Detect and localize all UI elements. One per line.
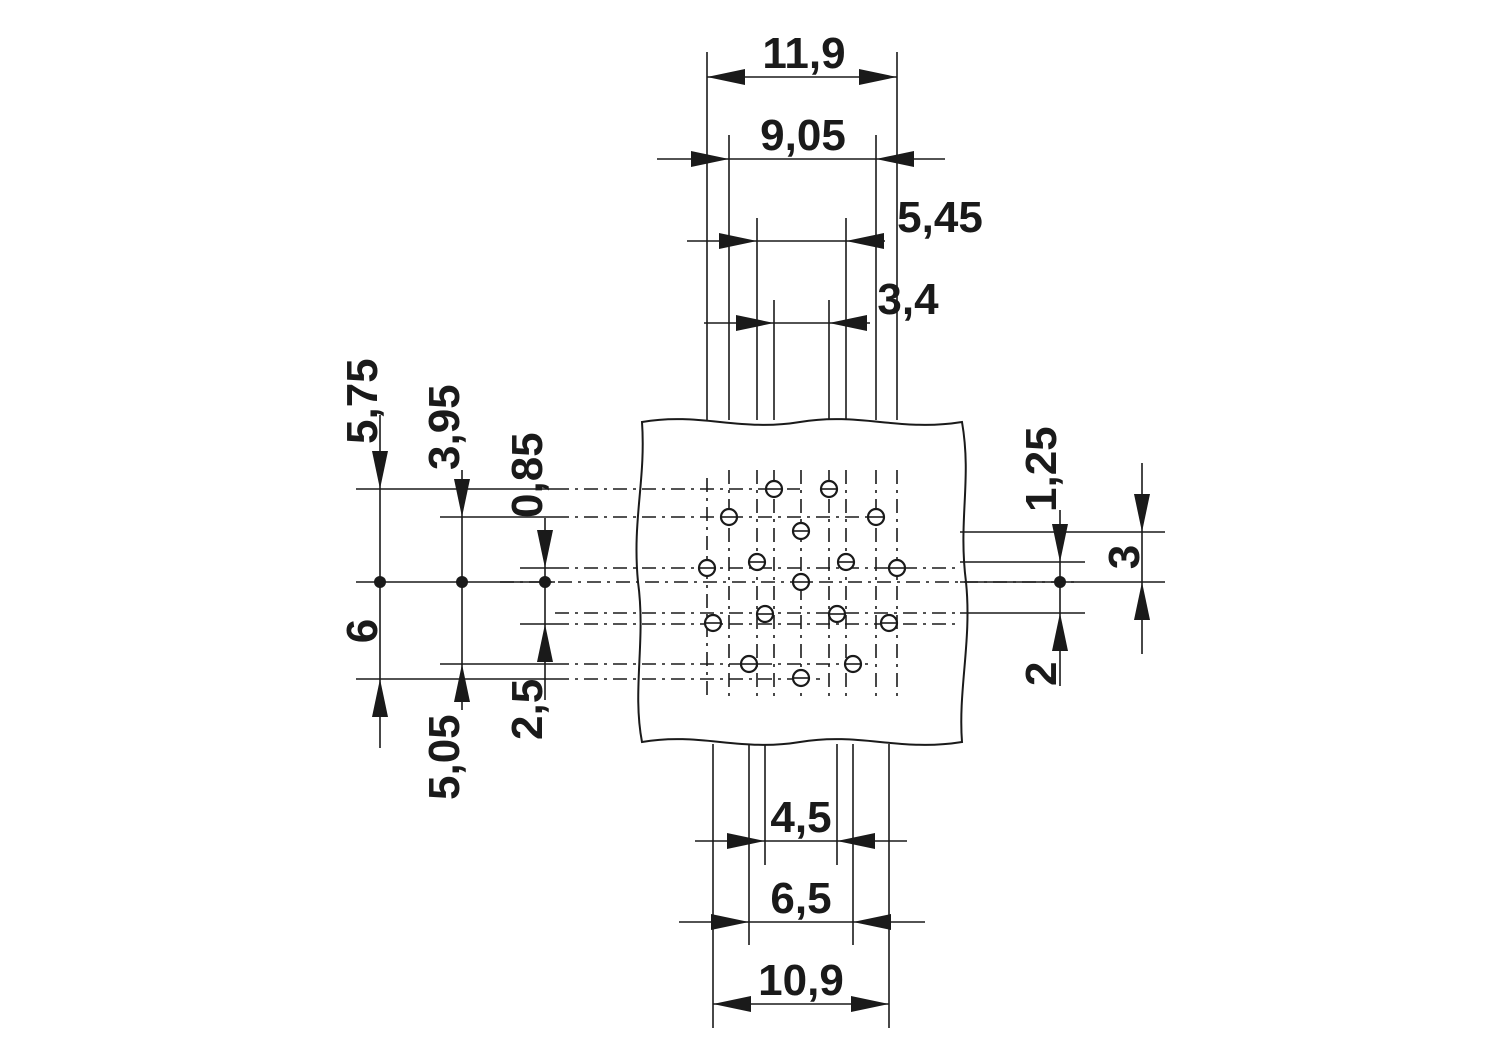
pin-hole xyxy=(827,604,847,624)
dim-5-45: 5,45 xyxy=(687,193,983,249)
dim-label-5-05: 5,05 xyxy=(420,714,469,800)
dim-col-1-25-2: 1,25 2 xyxy=(1017,426,1068,686)
dim-label-5-45: 5,45 xyxy=(897,193,983,242)
dim-label-6: 6 xyxy=(338,619,387,643)
dim-col-3: 3 xyxy=(1100,463,1150,654)
pin-hole xyxy=(887,558,907,578)
pin-hole xyxy=(755,604,775,624)
dim-label-3-95: 3,95 xyxy=(420,384,469,470)
pin-hole xyxy=(703,613,723,633)
pin-hole xyxy=(866,507,886,527)
pin-centerlines xyxy=(500,470,1080,700)
dim-9-05: 9,05 xyxy=(657,111,945,167)
pin-hole xyxy=(747,552,767,572)
dim-label-11-9: 11,9 xyxy=(762,29,845,78)
dim-col-0-85-2-5: 0,85 2,5 xyxy=(503,432,553,740)
dim-10-9: 10,9 xyxy=(713,956,889,1012)
pin-hole xyxy=(791,572,811,592)
dim-label-5-75: 5,75 xyxy=(338,358,387,444)
pin-hole xyxy=(879,613,899,633)
dim-label-4-5: 4,5 xyxy=(770,793,831,842)
pin-hole xyxy=(739,654,759,674)
dim-label-10-9: 10,9 xyxy=(758,956,844,1005)
dim-label-1-25: 1,25 xyxy=(1017,426,1066,512)
pin-hole xyxy=(836,552,856,572)
dim-label-6-5: 6,5 xyxy=(770,874,831,923)
pin-hole xyxy=(697,558,717,578)
dim-label-3-4: 3,4 xyxy=(877,275,939,324)
dim-label-9-05: 9,05 xyxy=(760,111,846,160)
top-extension-lines xyxy=(706,52,898,420)
dim-label-0-85: 0,85 xyxy=(503,432,552,518)
dim-11-9: 11,9 xyxy=(707,29,897,85)
dim-col-3-95-5-05: 3,95 5,05 xyxy=(420,384,470,800)
pin-holes xyxy=(697,479,907,688)
pin-hole xyxy=(791,668,811,688)
dim-label-2: 2 xyxy=(1017,662,1066,686)
pin-hole xyxy=(819,479,839,499)
dim-col-5-75-6: 5,75 6 xyxy=(338,358,388,748)
pin-hole xyxy=(843,654,863,674)
left-extension-lines xyxy=(356,488,555,680)
dim-4-5: 4,5 xyxy=(695,793,907,849)
dim-label-3: 3 xyxy=(1100,545,1149,569)
pin-hole xyxy=(791,521,811,541)
pin-hole xyxy=(719,507,739,527)
pin-hole xyxy=(764,479,784,499)
dim-label-2-5: 2,5 xyxy=(503,679,552,740)
dim-6-5: 6,5 xyxy=(679,874,925,930)
dim-3-4: 3,4 xyxy=(704,275,939,331)
bottom-extension-lines xyxy=(712,744,890,1028)
board-outline xyxy=(635,418,969,746)
